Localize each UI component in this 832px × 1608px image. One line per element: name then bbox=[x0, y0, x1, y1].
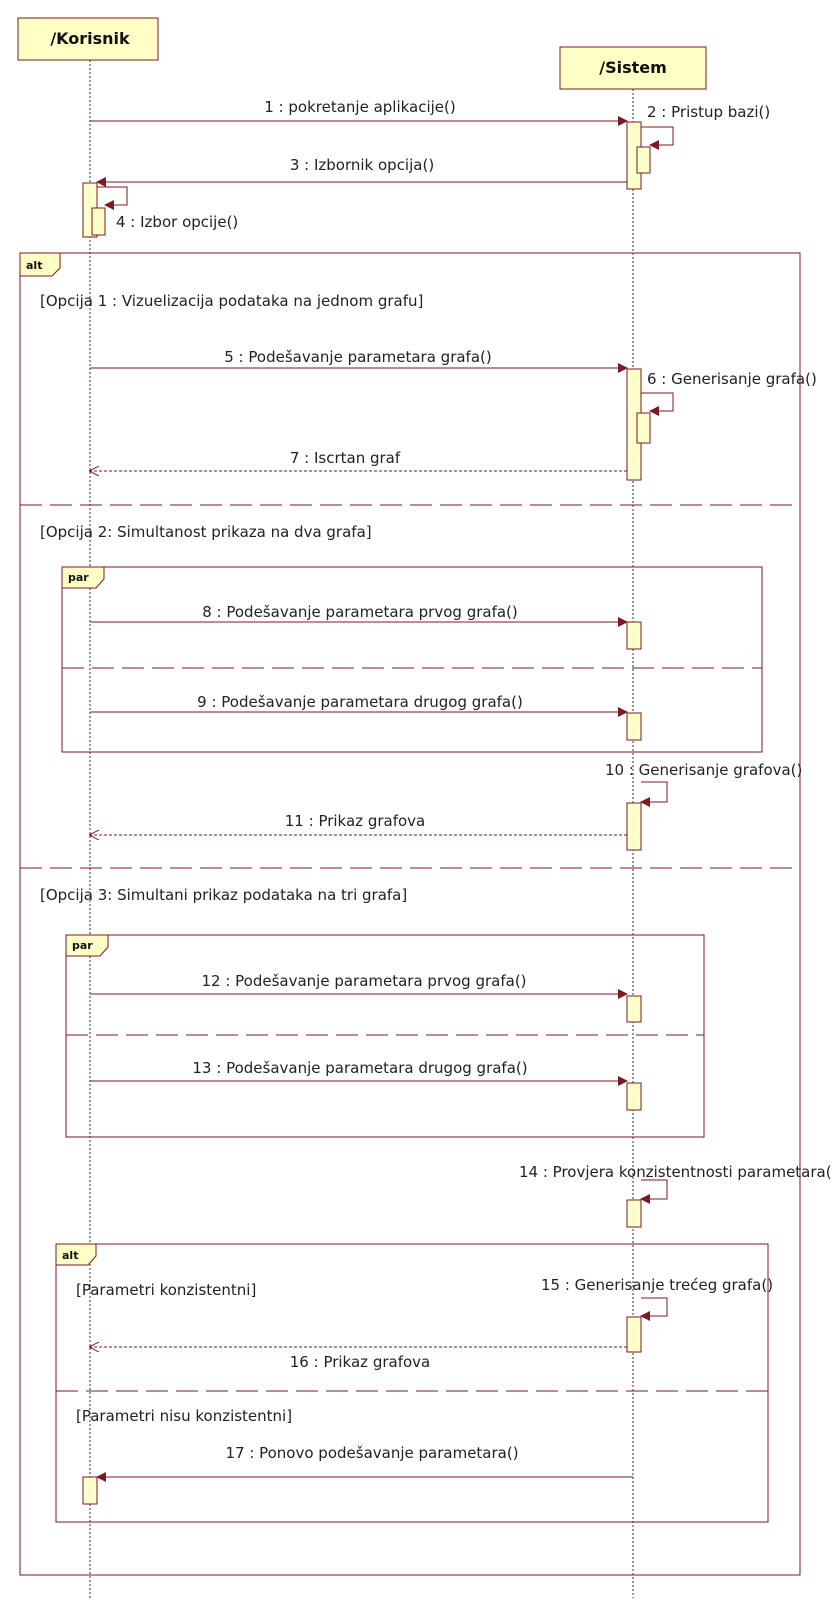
message-1: 1 : pokretanje aplikacije() bbox=[90, 98, 628, 126]
fragment-alt-outer-frame bbox=[19, 252, 801, 1576]
activation-sistem-1-nested bbox=[636, 146, 651, 174]
message-12-label: 12 : Podešavanje parametara prvog grafa(… bbox=[201, 972, 526, 990]
fragment-alt-outer-operator: alt bbox=[26, 259, 42, 272]
fragment-alt-inner-tab bbox=[55, 1243, 97, 1266]
message-16-label: 16 : Prikaz grafova bbox=[290, 1353, 430, 1371]
message-10-arrow bbox=[640, 781, 668, 807]
lifeline-sistem-label: /Sistem bbox=[599, 58, 667, 77]
message-15-label: 15 : Generisanje trećeg grafa() bbox=[541, 1276, 773, 1294]
message-2-arrow bbox=[641, 126, 674, 150]
fragment-alt-outer-guard-2: [Opcija 2: Simultanost prikaza na dva gr… bbox=[40, 523, 372, 541]
fragment-alt-inner-operator: alt bbox=[62, 1249, 78, 1262]
fragment-par-2-frame bbox=[65, 934, 705, 1138]
message-9-label: 9 : Podešavanje parametara drugog grafa(… bbox=[197, 693, 523, 711]
message-8: 8 : Podešavanje parametara prvog grafa() bbox=[90, 603, 628, 627]
activations bbox=[82, 121, 651, 1505]
fragment-par-2-tab bbox=[65, 934, 109, 957]
message-14-arrow bbox=[640, 1179, 668, 1204]
message-2: 2 : Pristup bazi() bbox=[641, 103, 770, 150]
lifeline-korisnik-header bbox=[17, 17, 159, 61]
message-11: 11 : Prikaz grafova bbox=[90, 812, 627, 835]
message-3: 3 : Izbornik opcija() bbox=[96, 156, 627, 187]
fragment-alt-outer-tab bbox=[19, 252, 61, 277]
message-6-label: 6 : Generisanje grafa() bbox=[647, 370, 817, 388]
message-6: 6 : Generisanje grafa() bbox=[641, 370, 817, 416]
activation-sistem-10 bbox=[626, 802, 642, 851]
activation-sistem-8 bbox=[626, 621, 642, 650]
message-17-label: 17 : Ponovo podešavanje parametara() bbox=[225, 1444, 518, 1462]
message-14-label: 14 : Provjera konzistentnosti parametara… bbox=[519, 1163, 832, 1181]
message-5: 5 : Podešavanje parametara grafa() bbox=[90, 348, 628, 373]
message-7: 7 : Iscrtan graf bbox=[90, 449, 627, 471]
message-16: 16 : Prikaz grafova bbox=[90, 1347, 627, 1371]
fragment-par-1-operator: par bbox=[68, 571, 89, 584]
message-2-label: 2 : Pristup bazi() bbox=[647, 103, 770, 121]
message-10: 10 : Generisanje grafova() bbox=[605, 761, 802, 807]
fragment-alt-inner-guard-1: [Parametri konzistentni] bbox=[76, 1281, 256, 1299]
fragment-alt-outer: alt [Opcija 1 : Vizuelizacija podataka n… bbox=[19, 252, 801, 1576]
message-15: 15 : Generisanje trećeg grafa() bbox=[541, 1276, 773, 1321]
message-1-label: 1 : pokretanje aplikacije() bbox=[264, 98, 456, 116]
fragment-alt-outer-guard-1: [Opcija 1 : Vizuelizacija podataka na je… bbox=[40, 292, 423, 310]
activation-sistem-15 bbox=[626, 1316, 642, 1353]
activation-sistem-6 bbox=[636, 412, 651, 444]
message-13-label: 13 : Podešavanje parametara drugog grafa… bbox=[192, 1059, 527, 1077]
fragment-par-2: par bbox=[65, 934, 705, 1138]
message-7-label: 7 : Iscrtan graf bbox=[290, 449, 401, 467]
message-13: 13 : Podešavanje parametara drugog grafa… bbox=[90, 1059, 628, 1086]
fragment-alt-inner-frame bbox=[55, 1243, 769, 1523]
message-3-label: 3 : Izbornik opcija() bbox=[290, 156, 434, 174]
fragment-alt-inner: alt [Parametri konzistentni] [Parametri … bbox=[55, 1243, 769, 1523]
lifeline-korisnik-label: /Korisnik bbox=[50, 29, 130, 48]
fragment-alt-outer-guard-3: [Opcija 3: Simultani prikaz podataka na … bbox=[40, 886, 407, 904]
message-6-arrow bbox=[641, 392, 674, 416]
fragment-alt-inner-guard-2: [Parametri nisu konzistentni] bbox=[76, 1407, 292, 1425]
message-4: 4 : Izbor opcije() bbox=[97, 186, 238, 231]
activation-sistem-9 bbox=[626, 712, 642, 741]
lifeline-korisnik: /Korisnik bbox=[17, 17, 159, 1598]
activation-korisnik-17 bbox=[82, 1476, 98, 1505]
fragment-par-2-operator: par bbox=[72, 939, 93, 952]
message-12: 12 : Podešavanje parametara prvog grafa(… bbox=[90, 972, 628, 999]
activation-sistem-12 bbox=[626, 995, 642, 1023]
message-8-label: 8 : Podešavanje parametara prvog grafa() bbox=[202, 603, 518, 621]
message-5-label: 5 : Podešavanje parametara grafa() bbox=[224, 348, 492, 366]
fragment-par-1-frame bbox=[61, 566, 763, 753]
message-4-arrow bbox=[97, 186, 128, 210]
message-17: 17 : Ponovo podešavanje parametara() bbox=[96, 1444, 633, 1482]
message-15-arrow bbox=[640, 1297, 668, 1321]
activation-sistem-13 bbox=[626, 1082, 642, 1111]
fragment-par-1-tab bbox=[61, 566, 105, 589]
message-10-label: 10 : Generisanje grafova() bbox=[605, 761, 802, 779]
message-9: 9 : Podešavanje parametara drugog grafa(… bbox=[90, 693, 628, 717]
activation-sistem-14 bbox=[626, 1199, 642, 1228]
message-4-label: 4 : Izbor opcije() bbox=[116, 213, 238, 231]
activation-korisnik-1-nested bbox=[91, 207, 106, 236]
message-11-label: 11 : Prikaz grafova bbox=[285, 812, 425, 830]
fragment-par-1: par bbox=[61, 566, 763, 753]
message-14: 14 : Provjera konzistentnosti parametara… bbox=[519, 1163, 832, 1204]
